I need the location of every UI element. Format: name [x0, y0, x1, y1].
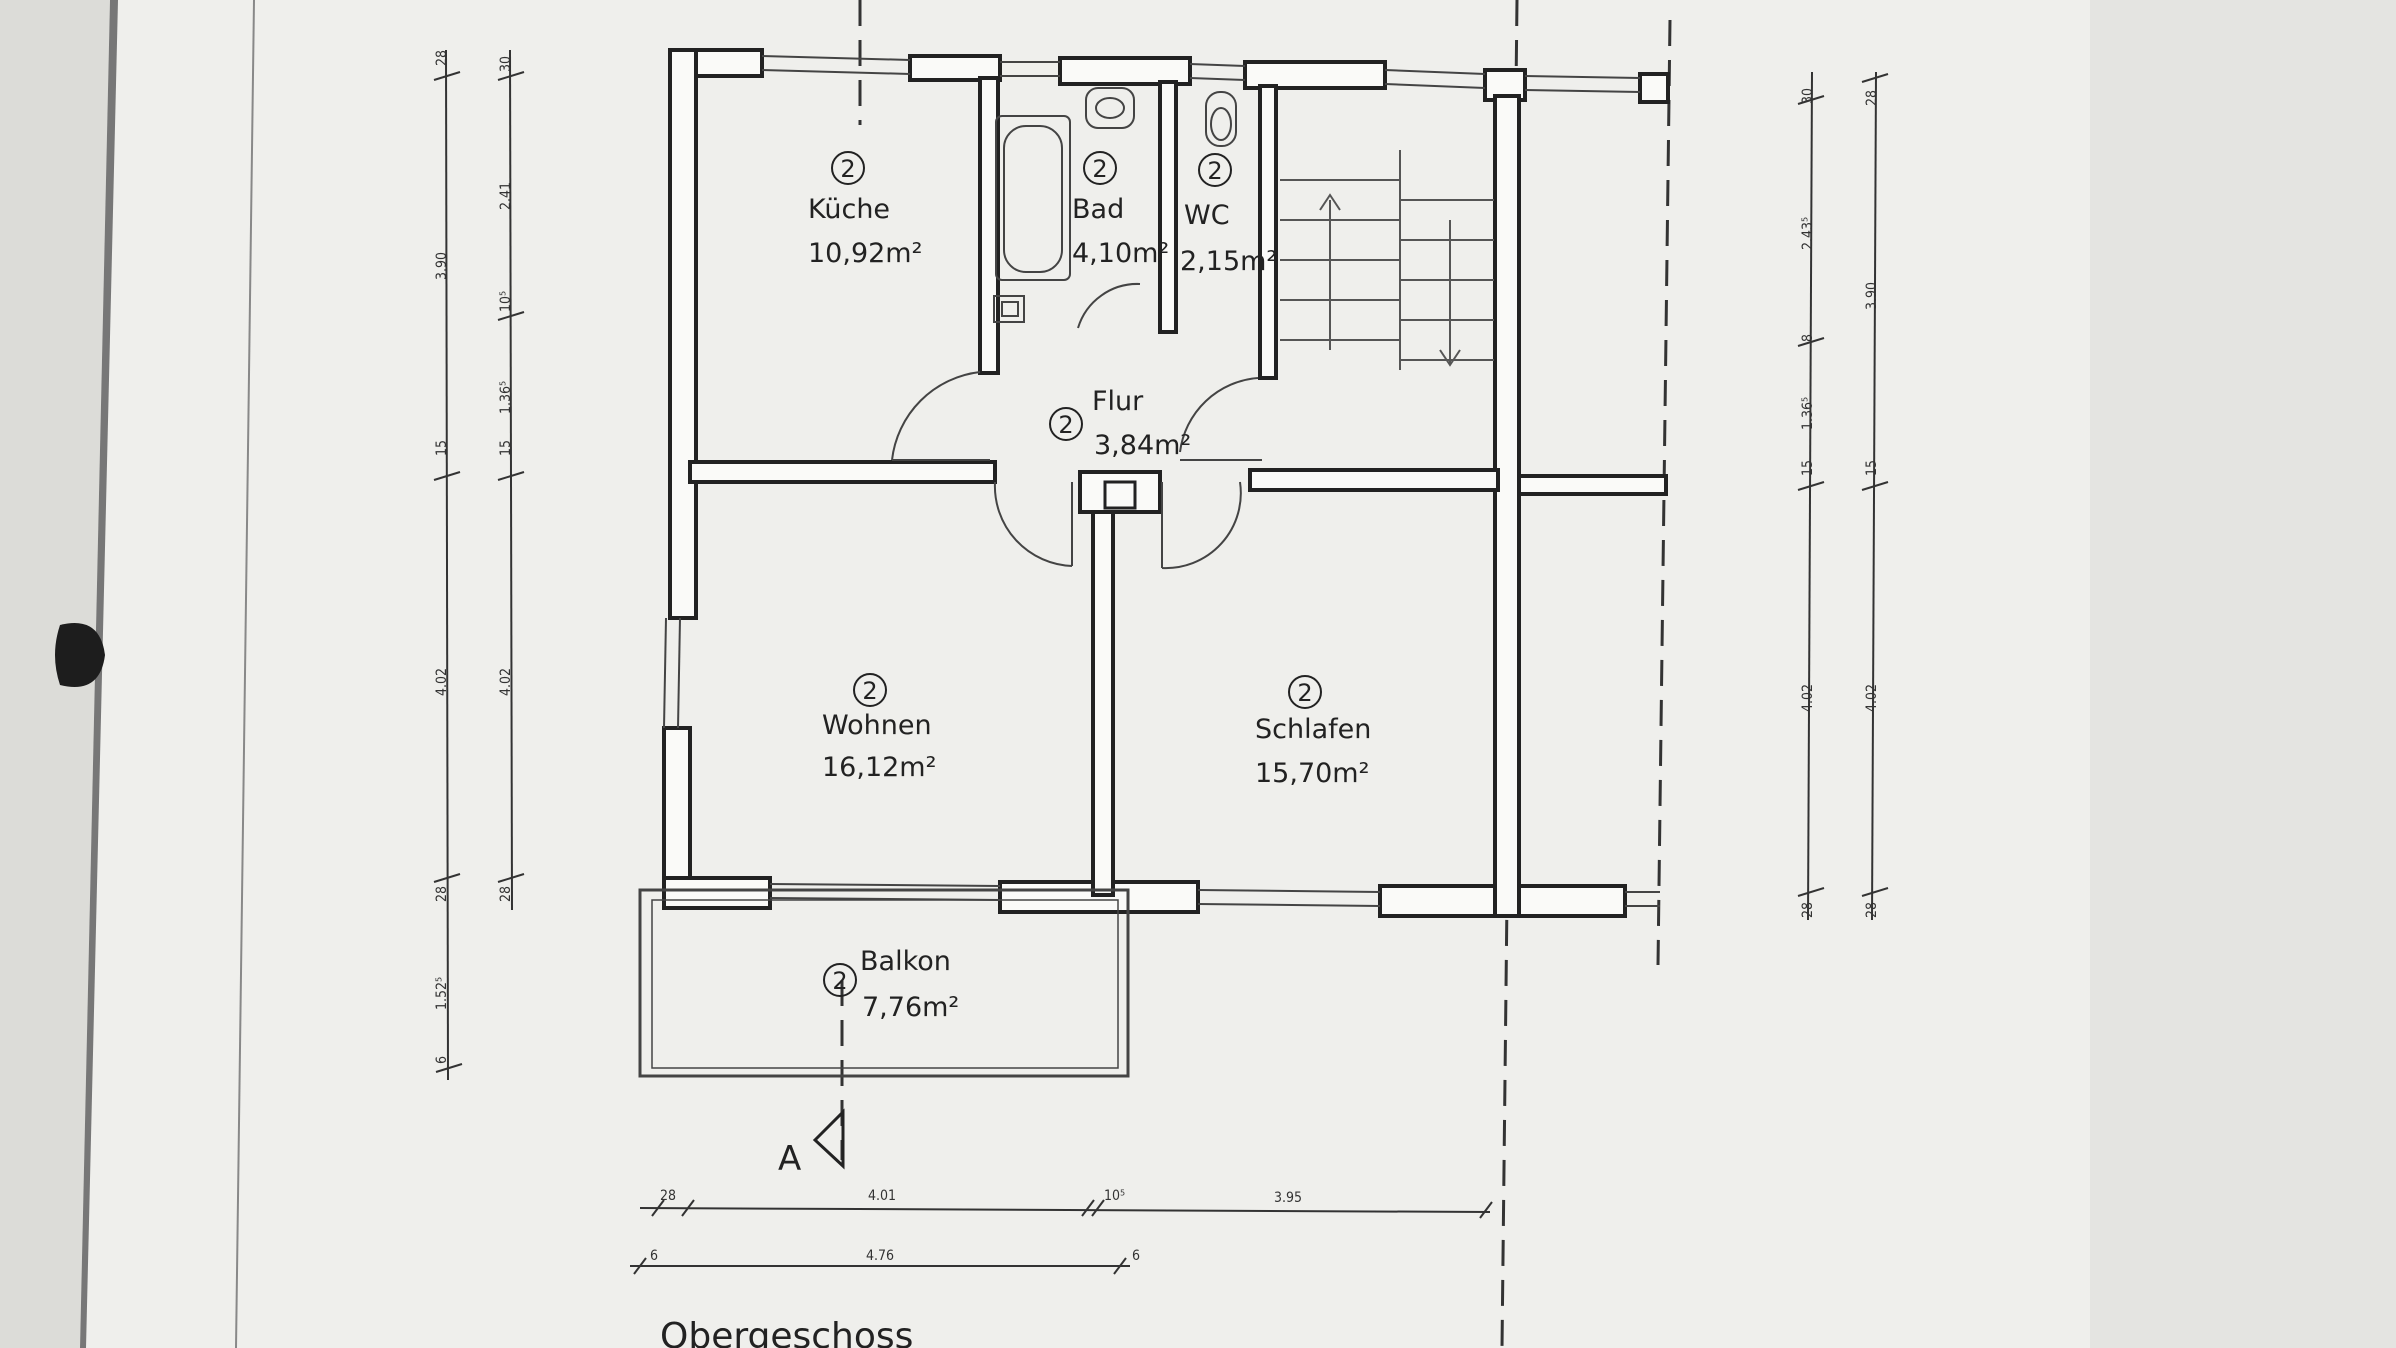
room-labels: 2 Küche 10,92m² 2 Bad 4,10m² 2 WC 2,15m²… — [808, 151, 1371, 1023]
room-area: 7,76m² — [862, 992, 959, 1023]
dim-label: 28 — [434, 886, 450, 902]
room-number: 2 — [1058, 411, 1073, 439]
dim-label: 28 — [1800, 902, 1816, 918]
section-marker: A — [778, 1108, 845, 1179]
dim-label: 1.52⁵ — [434, 977, 450, 1010]
dims-right-outer: 28 3.90 15 4.02 28 — [1864, 90, 1880, 918]
room-number-circle — [823, 963, 857, 997]
room-area: 2,15m² — [1180, 246, 1277, 277]
dim-label: 6 — [650, 1248, 658, 1264]
dimension-ticks — [433, 71, 1889, 1275]
room-name: Flur — [1092, 386, 1144, 417]
dims-bottom-row1: 28 4.01 10⁵ 3.95 — [660, 1188, 1302, 1206]
dim-label: 10⁵ — [498, 291, 514, 312]
dim-label: 2.43⁵ — [1800, 217, 1816, 250]
dims-right-inner: 30 2.43⁵ 8 1.36⁵ 15 4.02 28 — [1800, 88, 1816, 918]
dim-label: 1.36⁵ — [1800, 397, 1816, 430]
dim-label: 15 — [1800, 460, 1816, 476]
section-marker-label: A — [778, 1139, 801, 1179]
dims-left-inner: 30 2.41 10⁵ 1.36⁵ 15 4.02 28 — [498, 56, 514, 902]
dim-label: 4.02 — [434, 668, 450, 696]
dim-label: 4.02 — [1864, 684, 1880, 712]
dim-label: 8 — [1800, 334, 1816, 342]
room-area: 3,84m² — [1094, 430, 1191, 461]
room-area: 16,12m² — [822, 752, 936, 783]
dimension-lines — [445, 49, 1877, 1267]
chimney-flue — [1103, 480, 1137, 510]
door-swings — [891, 282, 1262, 570]
room-number: 2 — [840, 155, 855, 183]
dim-label: 28 — [434, 50, 450, 66]
dim-label: 10⁵ — [1104, 1188, 1125, 1204]
dim-label: 6 — [434, 1056, 450, 1064]
dims-left-outer: 28 3.90 15 4.02 28 1.52⁵ 6 — [434, 50, 450, 1064]
dim-label: 28 — [660, 1188, 676, 1204]
room-number-circle — [1083, 151, 1117, 185]
room-kueche: 2 Küche 10,92m² — [808, 151, 922, 269]
room-name: WC — [1184, 200, 1230, 231]
room-name: Küche — [808, 194, 890, 225]
room-name: Balkon — [860, 946, 951, 977]
room-flur: 2 Flur 3,84m² — [1049, 386, 1191, 461]
walls — [662, 48, 1670, 918]
room-area: 15,70m² — [1255, 758, 1369, 789]
dim-label: 4.76 — [866, 1248, 894, 1264]
sanitary-fixtures — [993, 87, 1237, 323]
balcony-outline — [638, 888, 1130, 1078]
dim-label: 2.41 — [498, 182, 514, 210]
room-number: 2 — [1207, 157, 1222, 185]
dims-bottom-row2: 6 4.76 6 — [650, 1248, 1140, 1264]
dim-label: 15 — [1864, 460, 1880, 476]
room-area: 10,92m² — [808, 238, 922, 269]
dim-label: 30 — [498, 56, 514, 72]
room-number: 2 — [832, 967, 847, 995]
room-number-circle — [1288, 675, 1322, 709]
dim-label: 1.36⁵ — [498, 381, 514, 414]
room-number-circle — [1049, 407, 1083, 441]
room-name: Wohnen — [822, 710, 932, 741]
dim-label: 3.90 — [1864, 282, 1880, 310]
paper-right-shade — [2090, 0, 2396, 1348]
paper-sheet — [80, 0, 2090, 1348]
border-line — [235, 0, 255, 1348]
dim-label: 28 — [1864, 90, 1880, 106]
room-number-circle — [1198, 153, 1232, 187]
room-name: Bad — [1072, 194, 1124, 225]
room-number: 2 — [1297, 679, 1312, 707]
room-area: 4,10m² — [1072, 238, 1169, 269]
dim-label: 30 — [1800, 88, 1816, 104]
dim-label: 3.95 — [1274, 1190, 1302, 1206]
room-schlafen: 2 Schlafen 15,70m² — [1255, 675, 1371, 789]
binder-hole — [55, 623, 105, 687]
dim-label: 15 — [434, 440, 450, 456]
dim-label: 4.02 — [1800, 684, 1816, 712]
room-wohnen: 2 Wohnen 16,12m² — [822, 673, 936, 783]
dim-label: 3.90 — [434, 252, 450, 280]
room-bad: 2 Bad 4,10m² — [1072, 151, 1169, 269]
room-wc: 2 WC 2,15m² — [1180, 153, 1277, 277]
dim-label: 4.01 — [868, 1188, 896, 1204]
staircase — [1280, 150, 1494, 370]
room-number-circle — [831, 151, 865, 185]
dim-label: 6 — [1132, 1248, 1140, 1264]
dim-label: 4.02 — [498, 668, 514, 696]
dim-label: 28 — [1864, 902, 1880, 918]
dim-label: 28 — [498, 886, 514, 902]
dim-label: 15 — [498, 440, 514, 456]
room-number: 2 — [862, 677, 877, 705]
room-number-circle — [853, 673, 887, 707]
room-name: Schlafen — [1255, 714, 1371, 745]
room-number: 2 — [1092, 155, 1107, 183]
room-balkon: 2 Balkon 7,76m² — [823, 946, 959, 1023]
plan-title: Obergeschoss — [660, 1316, 913, 1348]
